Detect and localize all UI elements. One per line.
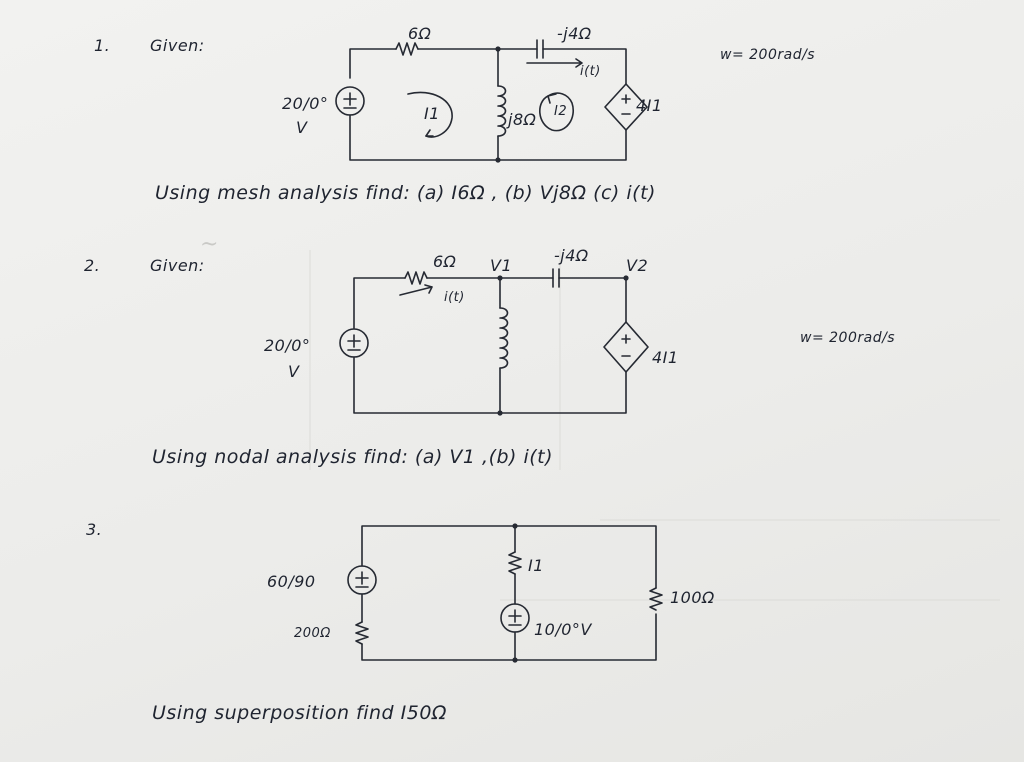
resistor-6-ohm-1 [396, 43, 418, 55]
circuit-3 [348, 523, 662, 663]
capacitor-2 [553, 269, 559, 287]
problem-2-number: 2. [84, 256, 101, 275]
bleed-through-mark: ~ [200, 232, 219, 257]
problem-1-source-label: 20/0° [282, 94, 329, 113]
problem-2-given: Given: [150, 256, 205, 275]
dependent-source-2 [604, 322, 648, 372]
node-v1-label: V1 [490, 256, 513, 275]
problem-1-number: 1. [94, 36, 111, 55]
resistor-100-ohm [650, 588, 662, 610]
problem-2-task: Using nodal analysis find: (a) V1 ,(b) i… [152, 446, 554, 468]
problem-2-capacitor-label: -j4Ω [554, 246, 589, 265]
problem-1-task: Using mesh analysis find: (a) I6Ω , (b) … [155, 182, 656, 204]
problem-1-omega: w= 200rad/s [720, 47, 816, 63]
problem-2-omega: w= 200rad/s [800, 330, 896, 346]
problem-3-resistor-200-label: 200Ω [294, 626, 331, 641]
problem-2-source-label: 20/0° [264, 336, 311, 355]
problem-1-capacitor-label: -j4Ω [557, 24, 592, 43]
dependent-source-1 [605, 84, 647, 130]
problem-3-number: 3. [86, 520, 103, 539]
circuit-1 [336, 40, 647, 163]
problem-2-resistor-label: 6Ω [433, 252, 457, 271]
problem-1-source-unit: V [296, 118, 308, 137]
current-arrow-1 [527, 59, 582, 67]
capacitor-1 [537, 40, 543, 58]
mesh-arrow-1 [408, 92, 452, 137]
resistor-200-ohm [356, 622, 368, 644]
problem-1-resistor-label: 6Ω [408, 24, 432, 43]
problem-3-source-left-label: 60/90 [267, 572, 316, 591]
mesh-current-2: I2 [554, 104, 568, 119]
resistor-mid [509, 552, 521, 574]
faint-back-grid [310, 250, 1000, 600]
problem-1-inductor-label: j8Ω [508, 110, 537, 129]
circuit-2 [340, 269, 648, 416]
mesh-current-1: I1 [424, 104, 440, 123]
mesh-arrow-2 [540, 93, 573, 130]
problem-1-dependent-label: 4I1 [636, 96, 663, 115]
resistor-6-ohm-2 [405, 272, 427, 284]
problem-3-source-mid-label: 10/0°V [534, 620, 592, 639]
problem-2-current-label: i(t) [444, 290, 465, 305]
current-arrow-2 [400, 285, 432, 295]
node-v2-label: V2 [626, 256, 649, 275]
problem-3-resistor-100-label: 100Ω [670, 588, 715, 607]
problem-2-dependent-label: 4I1 [652, 348, 679, 367]
problem-1-given: Given: [150, 36, 205, 55]
problem-2-source-unit: V [288, 362, 300, 381]
inductor-j8-ohm [498, 86, 506, 136]
inductor-2 [500, 308, 508, 368]
problem-3-task: Using superposition find I50Ω [152, 702, 447, 724]
problem-1-current-label: i(t) [580, 64, 601, 79]
problem-3-current-label: I1 [528, 556, 544, 575]
